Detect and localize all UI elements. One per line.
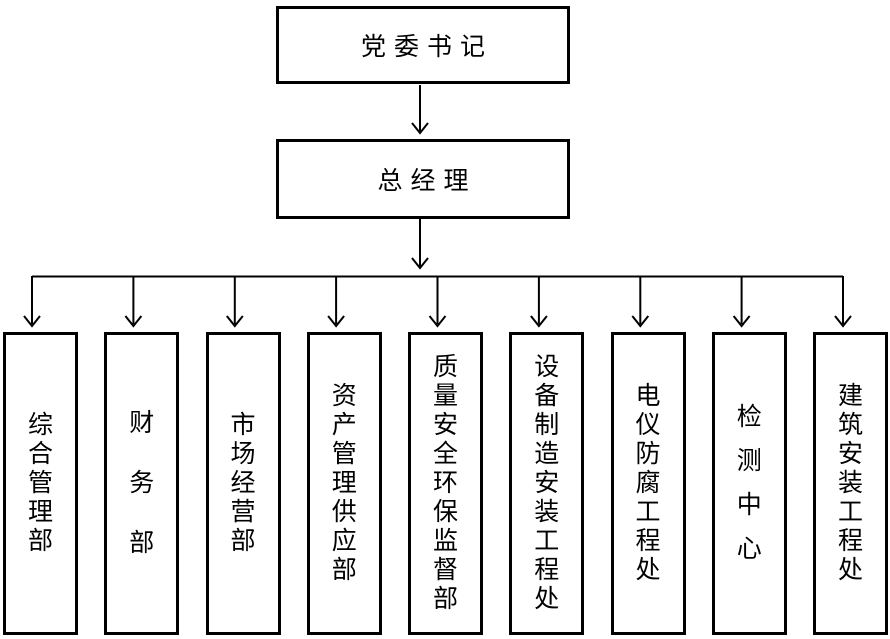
dept-label-finance: 财务部 (129, 410, 155, 557)
arrow-gm-to-bus (411, 219, 429, 270)
arrow-bus-to-dept-4 (327, 276, 345, 328)
arrow-bus-to-dept-3 (226, 276, 244, 328)
dept-box-quality-safety-env-supervision: 质量安全环保监督部 (408, 332, 483, 635)
dept-label-electrical-instrument-anticorrosion: 电仪防腐工程处 (635, 383, 661, 584)
dept-box-comprehensive-management: 综合管理部 (3, 332, 78, 635)
node-general-manager: 总经理 (276, 139, 570, 219)
dept-label-testing-center: 检测中心 (736, 404, 762, 563)
node-party-committee-secretary: 党委书记 (276, 6, 570, 84)
dept-box-market-operations: 市场经营部 (205, 332, 281, 635)
arrow-bus-to-dept-6 (530, 276, 548, 328)
dept-box-finance: 财务部 (104, 332, 180, 635)
arrow-bus-to-dept-9 (834, 276, 852, 328)
dept-box-equipment-manufacturing-installation: 设备制造安装工程处 (509, 332, 585, 635)
arrow-bus-to-dept-7 (631, 276, 650, 328)
dept-label-asset-management-supply: 资产管理供应部 (331, 383, 357, 584)
dept-label-market-operations: 市场经营部 (230, 412, 256, 555)
arrow-bus-to-dept-8 (732, 276, 751, 328)
dept-label-construction-installation: 建筑安装工程处 (837, 383, 863, 584)
dept-box-electrical-instrument-anticorrosion: 电仪防腐工程处 (610, 332, 686, 635)
arrow-bus-to-dept-5 (428, 276, 447, 328)
arrow-secretary-to-gm (411, 85, 429, 135)
arrow-bus-to-dept-2 (124, 276, 143, 328)
dept-label-quality-safety-env-supervision: 质量安全环保监督部 (432, 354, 458, 613)
arrow-bus-to-dept-1 (23, 276, 41, 328)
department-row: 综合管理部 财务部 市场经营部 资产管理供应部 质量安全环保监督部 设备制造安装… (3, 332, 888, 635)
dept-label-equipment-manufacturing-installation: 设备制造安装工程处 (534, 354, 560, 613)
dept-box-asset-management-supply: 资产管理供应部 (306, 332, 382, 635)
dept-label-comprehensive-management: 综合管理部 (27, 412, 53, 555)
dept-box-construction-installation: 建筑安装工程处 (813, 332, 888, 635)
dept-box-testing-center: 检测中心 (711, 332, 787, 635)
